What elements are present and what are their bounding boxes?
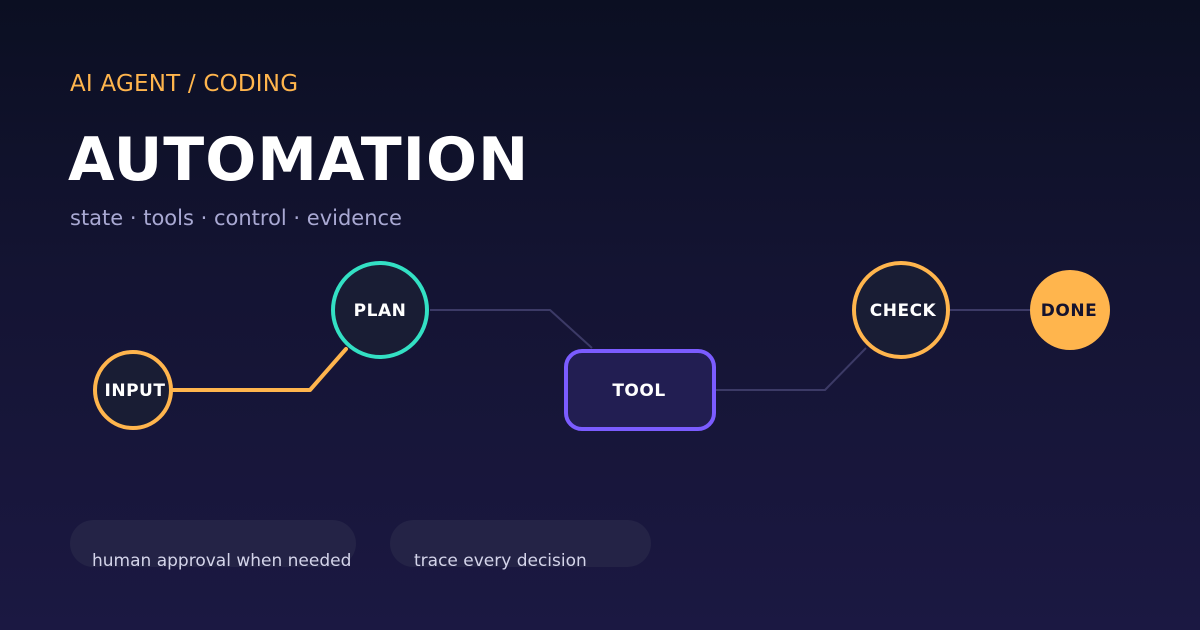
kicker-label: AI AGENT / CODING bbox=[70, 71, 299, 97]
node-plan: PLAN bbox=[331, 261, 429, 359]
connector-plan-tool bbox=[430, 309, 593, 349]
node-input: INPUT bbox=[93, 350, 173, 430]
note-trace-text: trace every decision bbox=[414, 551, 587, 571]
page-subtitle: state · tools · control · evidence bbox=[70, 206, 402, 230]
node-done-label: DONE bbox=[1041, 301, 1097, 321]
node-tool-label: TOOL bbox=[612, 381, 665, 401]
note-approval-text: human approval when needed bbox=[92, 551, 352, 571]
page-title: AUTOMATION bbox=[68, 125, 530, 195]
connector-input-plan bbox=[170, 347, 348, 392]
node-input-label: INPUT bbox=[105, 381, 166, 401]
note-pill-approval bbox=[70, 520, 356, 567]
node-plan-label: PLAN bbox=[354, 301, 407, 321]
connector-tool-check bbox=[716, 347, 867, 391]
note-pill-trace bbox=[390, 520, 651, 567]
node-done: DONE bbox=[1030, 270, 1110, 350]
node-check: CHECK bbox=[852, 261, 950, 359]
node-tool: TOOL bbox=[564, 349, 716, 431]
node-check-label: CHECK bbox=[870, 301, 937, 321]
